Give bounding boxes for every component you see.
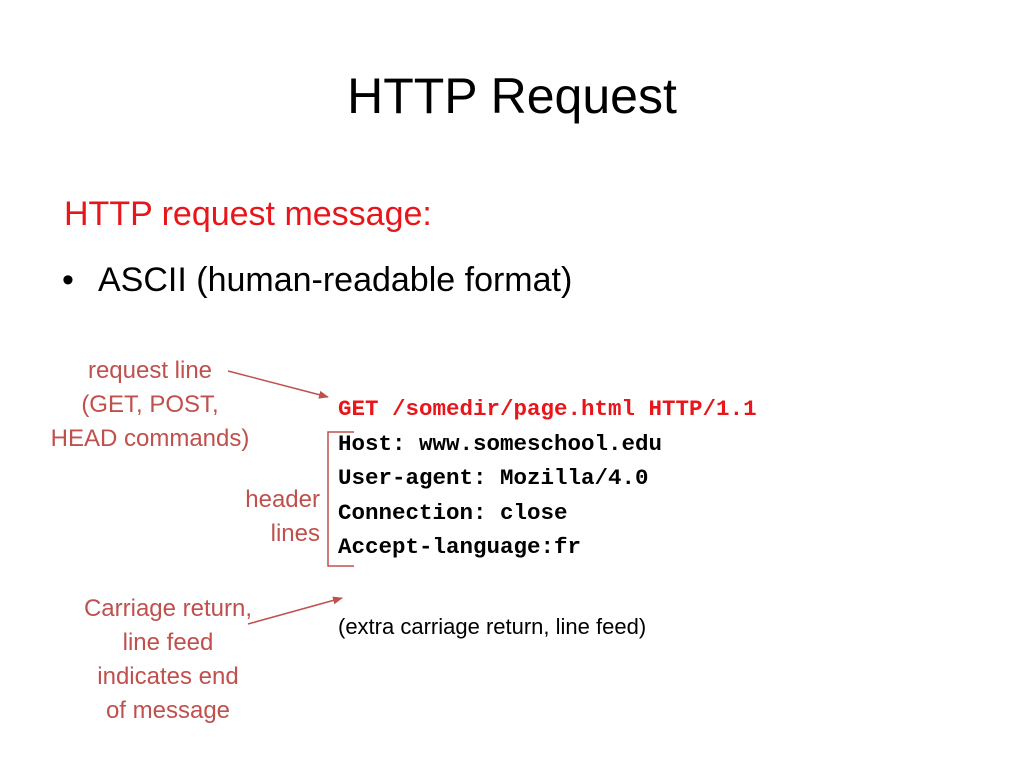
header-line: Connection: close [338, 499, 568, 526]
header-line: Host: www.someschool.edu [338, 430, 663, 457]
header-line: Accept-language:fr [338, 534, 582, 560]
http-request-message: GET /somedir/page.html HTTP/1.1 Host: ww… [338, 392, 757, 565]
request-line-annotation: request line (GET, POST, HEAD commands) [20, 354, 280, 456]
annotation-line: indicates end [97, 663, 239, 690]
annotation-line: lines [270, 520, 320, 547]
annotation-line: request line [87, 357, 213, 384]
annotation-line: HEAD commands) [50, 425, 250, 452]
bullet-text: ASCII (human-readable format) [98, 261, 573, 299]
annotation-line: header [245, 486, 320, 513]
slide-title: HTTP Request [347, 68, 677, 124]
bullet-dot-icon: • [62, 261, 74, 299]
annotation-line: Carriage return, [83, 595, 253, 622]
annotation-line: line feed [122, 629, 214, 656]
subheading: HTTP request message: [64, 195, 432, 233]
carriage-return-annotation: Carriage return, line feed indicates end… [30, 592, 306, 728]
annotation-line: (GET, POST, [81, 391, 219, 418]
bullet-item: • ASCII (human-readable format) [62, 258, 572, 302]
extra-crlf-note: (extra carriage return, line feed) [338, 614, 647, 639]
request-line: GET /somedir/page.html HTTP/1.1 [338, 396, 757, 422]
header-lines-annotation: header lines [200, 483, 320, 551]
header-line: User-agent: Mozilla/4.0 [338, 465, 649, 491]
annotation-line: of message [105, 697, 231, 724]
